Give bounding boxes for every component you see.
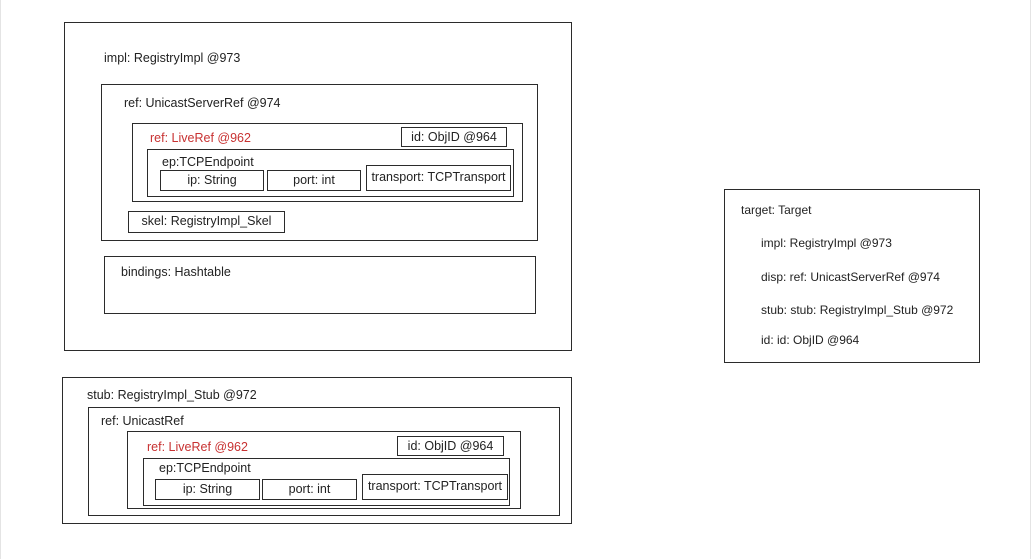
objid-cell: id: ObjID @964 <box>401 127 507 147</box>
impl-box-title: impl: RegistryImpl @973 <box>104 51 241 65</box>
skel-cell: skel: RegistryImpl_Skel <box>128 211 285 233</box>
liveref-box <box>132 123 523 202</box>
unicast-ref-title: ref: UnicastRef <box>101 414 184 428</box>
stub-box-title: stub: RegistryImpl_Stub @972 <box>87 388 257 402</box>
target-impl-field: impl: RegistryImpl @973 <box>761 236 892 250</box>
transport-cell: transport: TCPTransport <box>366 165 511 191</box>
bindings-box <box>104 256 536 314</box>
stub-port-cell: port: int <box>262 479 357 500</box>
target-box-title: target: Target <box>741 203 812 217</box>
unicast-server-ref-box <box>101 84 538 241</box>
liveref-title: ref: LiveRef @962 <box>150 131 251 145</box>
tcp-endpoint-title: ep:TCPEndpoint <box>162 155 254 169</box>
stub-ip-cell: ip: String <box>155 479 260 500</box>
tcp-endpoint-box <box>147 149 514 197</box>
ip-cell: ip: String <box>160 170 264 191</box>
port-cell: port: int <box>267 170 361 191</box>
stub-transport-cell: transport: TCPTransport <box>362 474 508 500</box>
target-disp-field: disp: ref: UnicastServerRef @974 <box>761 270 940 284</box>
target-stub-field: stub: stub: RegistryImpl_Stub @972 <box>761 303 954 317</box>
target-id-field: id: id: ObjID @964 <box>761 333 860 347</box>
stub-tcp-endpoint-box <box>143 458 510 506</box>
stub-objid-cell: id: ObjID @964 <box>397 436 504 456</box>
impl-box <box>64 22 572 351</box>
stub-tcp-endpoint-title: ep:TCPEndpoint <box>159 461 251 475</box>
unicast-server-ref-title: ref: UnicastServerRef @974 <box>124 96 281 110</box>
stub-liveref-box <box>127 431 521 509</box>
unicast-ref-box <box>88 407 560 516</box>
bindings-title: bindings: Hashtable <box>121 265 231 279</box>
left-frame-edge <box>0 0 1 559</box>
stub-liveref-title: ref: LiveRef @962 <box>147 440 248 454</box>
target-box <box>724 189 980 363</box>
stub-box <box>62 377 572 524</box>
